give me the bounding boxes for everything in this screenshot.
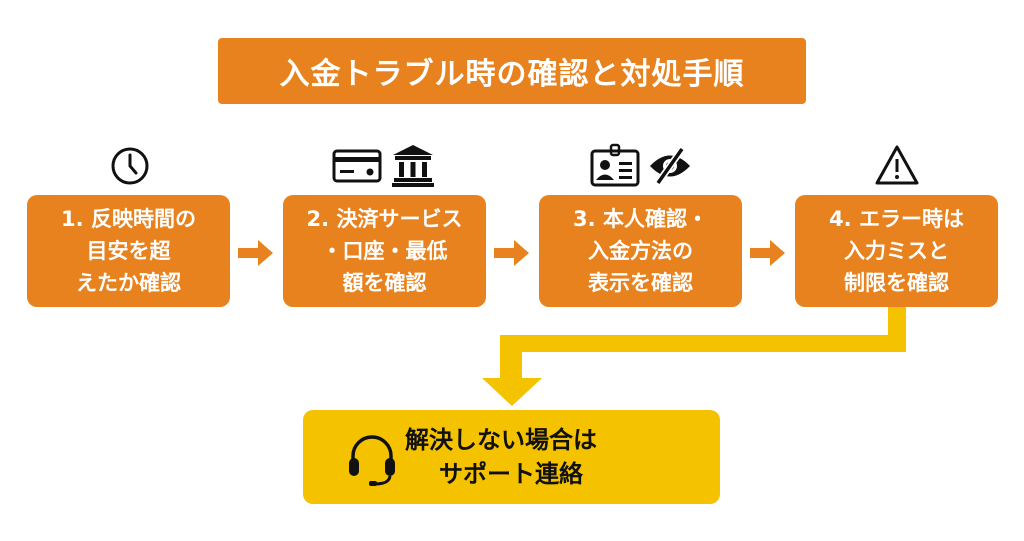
step-4-box: 4. エラー時は 入力ミスと 制限を確認 [795, 195, 998, 307]
step-text: 表示を確認 [588, 271, 693, 295]
step-text: 3. 本人確認・ [573, 207, 708, 231]
step-text: 1. 反映時間の [61, 207, 196, 231]
clock-icon [111, 147, 149, 185]
step-text: 2. 決済サービス [306, 207, 463, 231]
step-1-box: 1. 反映時間の 目安を超 えたか確認 [27, 195, 230, 307]
step-text: ・口座・最低 [321, 239, 448, 263]
bank-icon [392, 145, 434, 187]
arrow-right-icon [494, 240, 529, 266]
step-2-box: 2. 決済サービス ・口座・最低 額を確認 [283, 195, 486, 307]
arrow-right-icon [750, 240, 785, 266]
eye-slash-icon [650, 146, 690, 186]
support-text: サポート連絡 [439, 460, 583, 488]
step-text: えたか確認 [76, 271, 181, 295]
step-text: 入力ミスと [844, 239, 949, 263]
credit-card-icon [332, 149, 382, 183]
step-text: 入金方法の [588, 239, 693, 263]
page-title: 入金トラブル時の確認と対処手順 [218, 38, 806, 104]
support-box: 解決しない場合は サポート連絡 [303, 410, 720, 504]
warning-icon [875, 145, 919, 185]
step-text: 目安を超 [86, 239, 171, 263]
id-card-icon [590, 143, 640, 187]
support-text: 解決しない場合は [405, 426, 597, 454]
step-text: 制限を確認 [844, 271, 949, 295]
arrow-right-icon [238, 240, 273, 266]
step-3-box: 3. 本人確認・ 入金方法の 表示を確認 [539, 195, 742, 307]
step-text: 額を確認 [342, 271, 427, 295]
headset-icon [349, 435, 395, 486]
step-text: 4. エラー時は [829, 207, 964, 231]
